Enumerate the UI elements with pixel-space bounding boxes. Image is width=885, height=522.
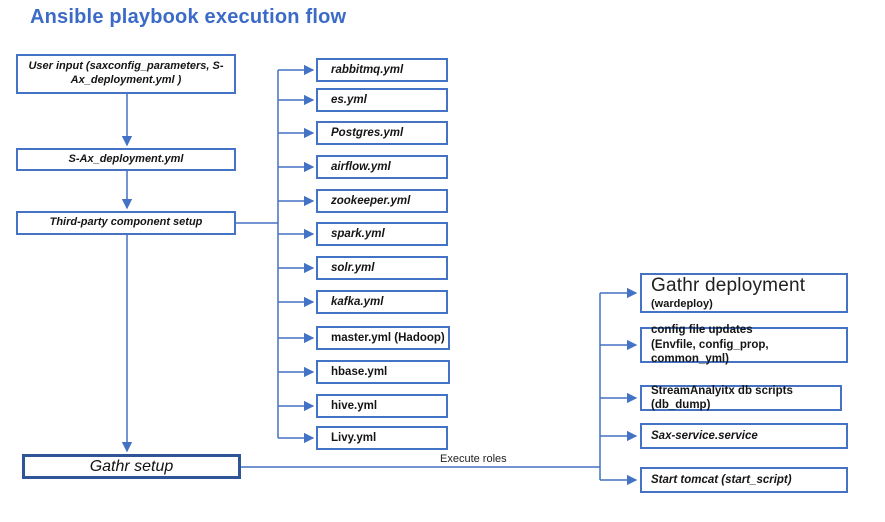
node-title: Gathr deployment — [651, 275, 806, 297]
node-spark-yml: spark.yml — [316, 222, 448, 246]
node-gathr-setup: Gathr setup — [22, 454, 241, 479]
node-label: hive.yml — [331, 399, 378, 412]
node-label: hbase.yml — [331, 365, 388, 378]
node-label: es.yml — [331, 93, 367, 106]
node-label: master.yml (Hadoop) — [331, 331, 445, 344]
node-title: Sax-service.service — [651, 429, 758, 442]
node-start-tomcat: Start tomcat (start_script) — [640, 467, 848, 493]
node-third-party-setup: Third-party component setup — [16, 211, 236, 235]
node-sax-deployment: S-Ax_deployment.yml — [16, 148, 236, 171]
node-postgres-yml: Postgres.yml — [316, 121, 448, 145]
node-es-yml: es.yml — [316, 88, 448, 112]
node-label: airflow.yml — [331, 160, 391, 173]
node-airflow-yml: airflow.yml — [316, 155, 448, 179]
edge-label-execute-roles: Execute roles — [440, 453, 507, 465]
node-solr-yml: solr.yml — [316, 256, 448, 280]
node-hbase-yml: hbase.yml — [316, 360, 450, 384]
node-kafka-yml: kafka.yml — [316, 290, 448, 314]
node-rabbitmq-yml: rabbitmq.yml — [316, 58, 448, 82]
node-sax-service: Sax-service.service — [640, 423, 848, 449]
diagram-title: Ansible playbook execution flow — [30, 6, 347, 28]
node-subtitle: (Envfile, config_prop, common_yml) — [651, 338, 769, 366]
node-label: kafka.yml — [331, 295, 384, 308]
node-label: spark.yml — [331, 227, 385, 240]
node-subtitle: (wardeploy) — [651, 298, 713, 310]
node-title: Start tomcat (start_script) — [651, 473, 792, 486]
node-label: Gathr setup — [89, 457, 174, 475]
node-label: Postgres.yml — [331, 126, 404, 139]
node-zookeeper-yml: zookeeper.yml — [316, 189, 448, 213]
node-config-file-updates: config file updates (Envfile, config_pro… — [640, 324, 848, 365]
node-label: Third-party component setup — [49, 216, 203, 229]
node-gathr-deployment: Gathr deployment (wardeploy) — [640, 273, 848, 313]
node-label: S-Ax_deployment.yml — [68, 152, 184, 165]
node-db-scripts: StreamAnalyitx db scripts (db_dump) — [640, 385, 842, 411]
node-master-yml: master.yml (Hadoop) — [316, 326, 450, 350]
node-label: User input (saxconfig_parameters, S-Ax_d… — [28, 60, 224, 86]
node-label: Livy.yml — [331, 431, 377, 444]
node-label: solr.yml — [331, 261, 375, 274]
node-label: rabbitmq.yml — [331, 63, 404, 76]
node-hive-yml: hive.yml — [316, 394, 448, 418]
node-user-input: User input (saxconfig_parameters, S-Ax_d… — [16, 54, 236, 94]
node-livy-yml: Livy.yml — [316, 426, 448, 450]
node-title: config file updates — [651, 324, 753, 337]
node-label: zookeeper.yml — [331, 194, 411, 207]
node-title: StreamAnalyitx db scripts (db_dump) — [651, 384, 793, 411]
